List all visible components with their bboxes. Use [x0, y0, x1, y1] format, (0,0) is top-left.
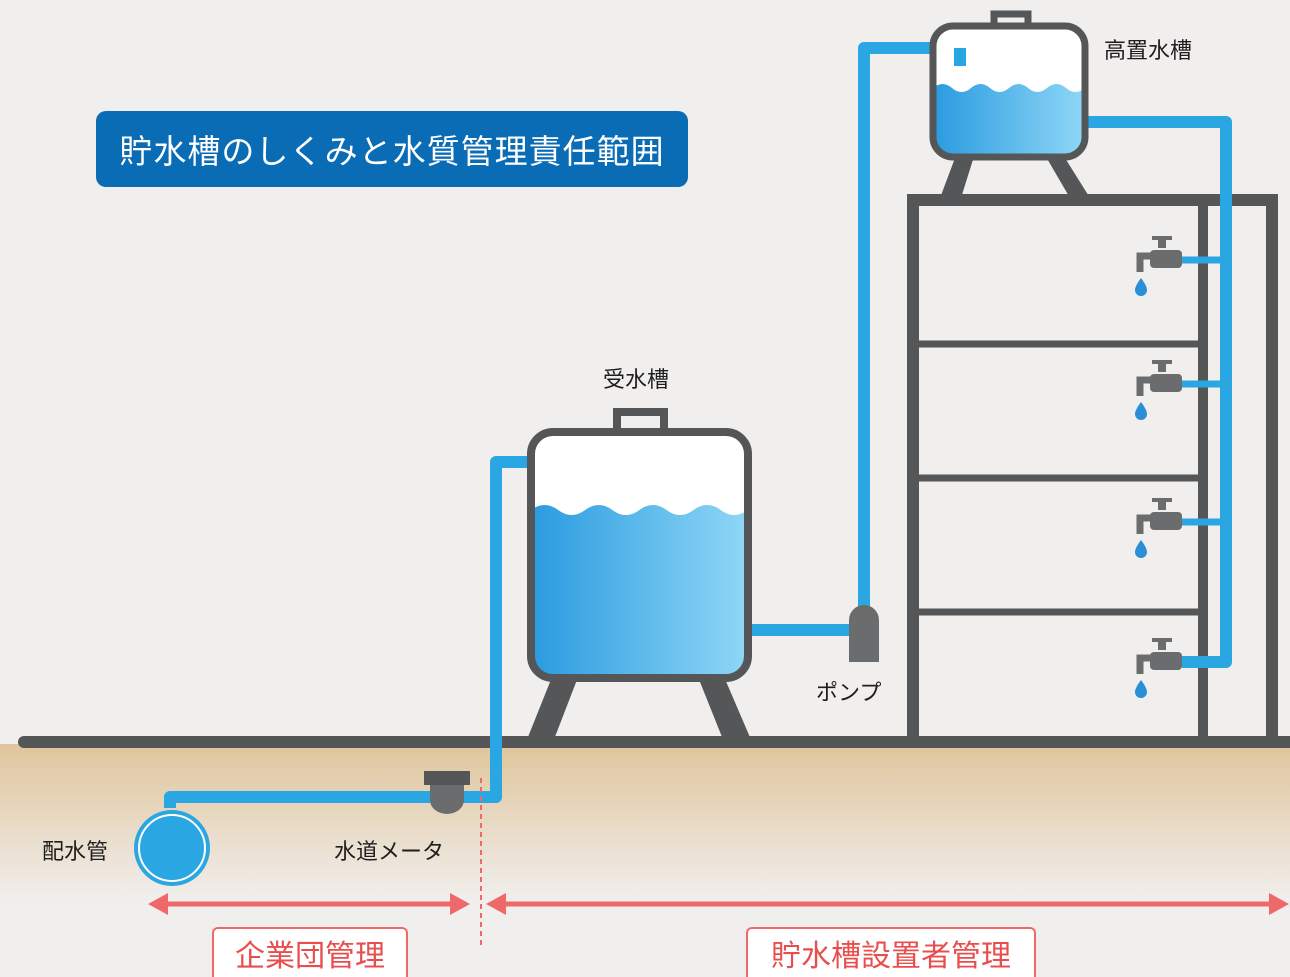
- owner-responsibility-label: 貯水槽設置者管理: [746, 927, 1036, 977]
- receiving-tank-water: [531, 505, 748, 678]
- faucet-icon: [1135, 236, 1182, 296]
- page-title: 貯水槽のしくみと水質管理責任範囲: [96, 111, 688, 187]
- building: [907, 194, 1278, 748]
- pump: [849, 605, 879, 662]
- elevated-tank: [929, 10, 1089, 161]
- elevated-tank-stand: [940, 150, 1090, 198]
- distribution-pipe-icon: [134, 810, 210, 886]
- distribution-pipe-label: 配水管: [42, 840, 109, 865]
- receiving-tank: [527, 408, 752, 682]
- elevated-tank-label: 高置水槽: [1104, 39, 1193, 64]
- pump-label: ポンプ: [816, 681, 882, 706]
- ground: [0, 744, 1290, 904]
- faucet-icon: [1135, 498, 1182, 558]
- owner-range-arrow: [486, 893, 1289, 915]
- utility-responsibility-label: 企業団管理: [212, 927, 408, 977]
- water-meter-label: 水道メータ: [334, 840, 445, 865]
- receiving-tank-stand: [526, 672, 752, 742]
- water-pipes: [164, 42, 1232, 808]
- elevated-tank-water: [933, 84, 1085, 157]
- faucet-icon: [1135, 638, 1182, 698]
- faucet-icon: [1135, 360, 1182, 420]
- utility-range-arrow: [148, 893, 470, 915]
- water-meter: [424, 771, 470, 814]
- receiving-tank-label: 受水槽: [603, 368, 670, 393]
